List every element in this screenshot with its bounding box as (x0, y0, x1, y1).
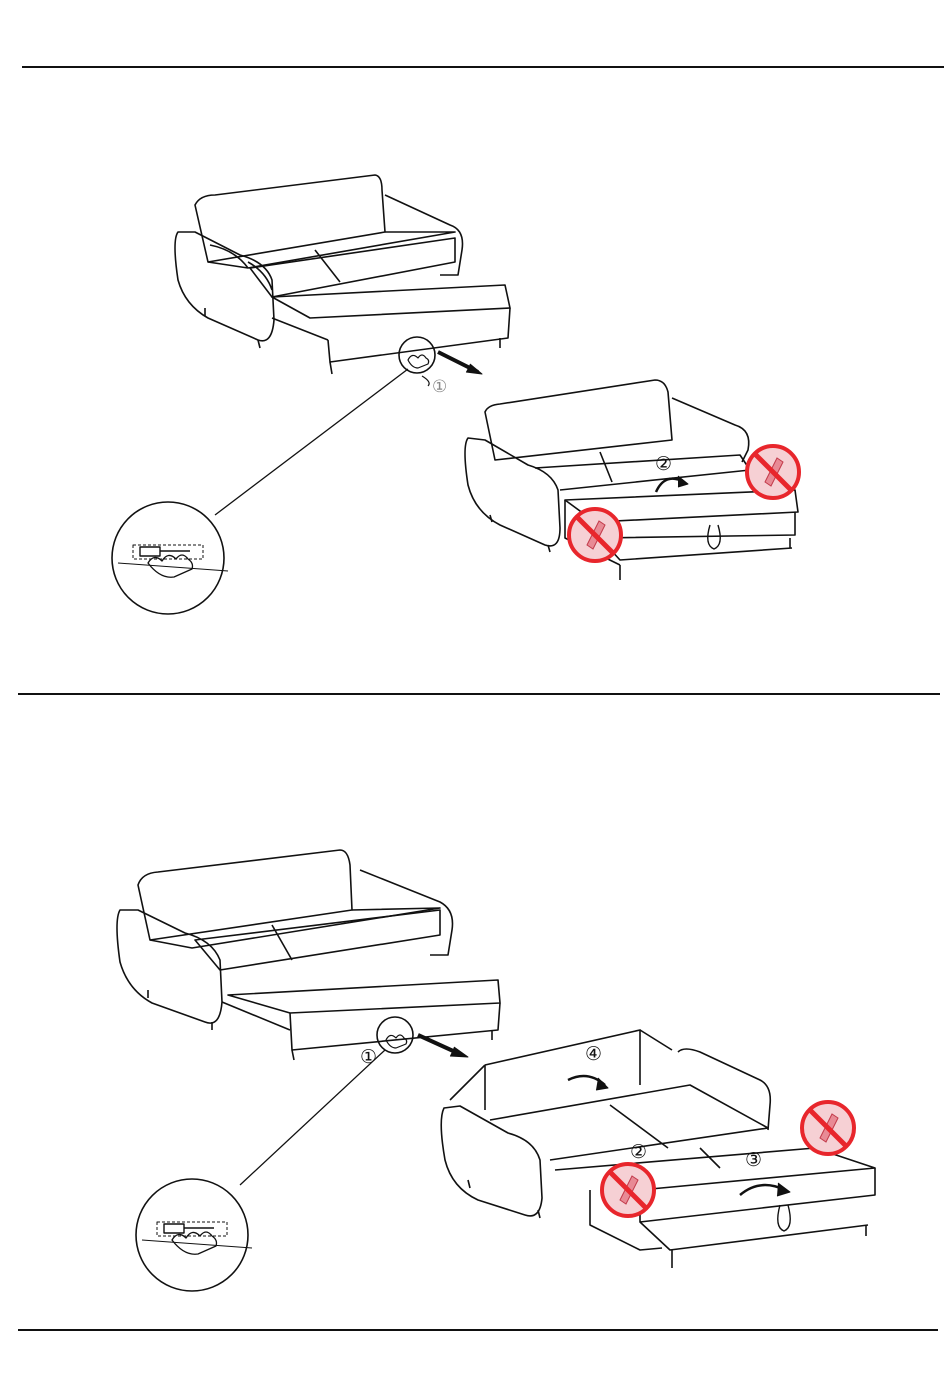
step-3-label: ③ (745, 1149, 762, 1171)
prohibited-hand-icon (602, 1164, 654, 1216)
prohibited-hand-icon (569, 509, 621, 561)
prohibited-hand-icon (747, 446, 799, 498)
magnifier-detail-icon (112, 502, 224, 614)
sofa-drawer-pulled-illustration (117, 850, 500, 1060)
panel-1: ① ② (112, 175, 798, 614)
step-1-label: ① (432, 377, 447, 397)
panel-2: ① ④ ② ③ (117, 850, 875, 1291)
magnifier-detail-icon (136, 1179, 248, 1291)
sofa-drawer-pulled-illustration (175, 175, 510, 374)
prohibited-hand-icon (802, 1102, 854, 1154)
step-4-label: ④ (585, 1043, 602, 1065)
step-2-label: ② (655, 453, 672, 475)
step-2-label: ② (630, 1141, 647, 1163)
